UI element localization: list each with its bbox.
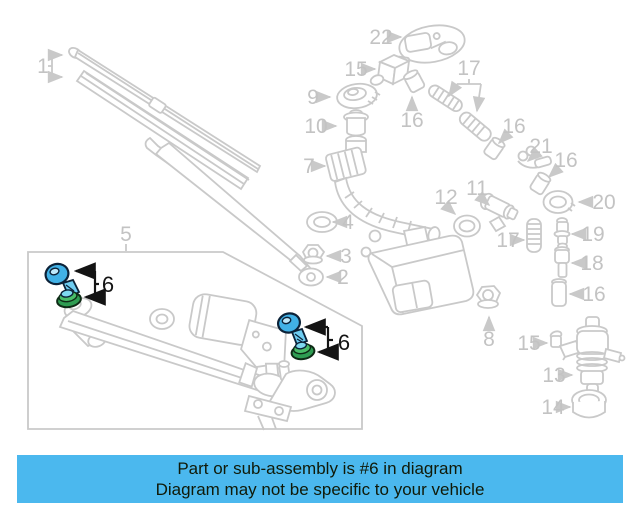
connector-19 [553,217,571,250]
callout-label-16-11: 16 [554,149,577,172]
callout-label-3-19: 3 [340,245,352,268]
callout-label-19-17: 19 [581,223,604,246]
filler-neck [325,135,441,244]
subassembly-box [27,251,363,430]
callout-label-4-13: 4 [342,211,354,234]
highlighted-grommet-right [290,341,316,361]
hose-17a [428,84,463,112]
sensor-15-upper [369,54,412,86]
hose-coupler-16c [529,171,552,196]
callout-label-15-3: 15 [344,58,367,81]
nut-8 [475,285,502,309]
valve-18 [554,246,570,278]
pump-11-tip [488,215,507,233]
highlighted-bolt-right [276,312,309,347]
reservoir-cap [336,82,381,110]
callout-label-8-22: 8 [483,328,495,351]
callout-label-10-5: 10 [304,115,327,138]
wiper-arm [144,136,313,279]
callout-label-16-7: 16 [400,109,423,132]
pump-grommet-14 [571,389,607,419]
highlighted-grommet-left [56,289,82,309]
hose-17b [458,111,492,142]
callout-label-22-2: 22 [369,26,392,49]
hose-coupler-16d [551,278,567,307]
callout-label-20-12: 20 [592,191,615,214]
wiper-blade-lower [75,69,250,191]
grommet-4 [306,211,338,233]
hose-coupler-16b [483,136,506,161]
callout-label-5-1: 5 [120,223,132,246]
callout-label-14-25: 14 [541,396,565,419]
banner-line2: Diagram may not be specific to your vehi… [155,480,485,499]
filler-bushing [343,109,369,137]
callout-6-left-bracket [73,262,106,306]
callout-6-right-bracket [303,318,339,361]
washer-reservoir [360,225,475,316]
grommet-20 [542,190,576,214]
linkage-pivot-right [243,360,336,431]
callout-label-13-24: 13 [542,364,565,387]
callout-label-21-10: 21 [529,135,552,158]
sensor-15-lower [549,330,583,361]
callout-label-1-0: 1 [37,55,49,78]
arm-pivot-2 [288,253,324,287]
callout-label-11-15: 11 [466,177,488,200]
washer-pump-13 [576,316,626,398]
nozzle-22 [390,24,466,69]
highlight-notice-banner: Part or sub-assembly is #6 in diagram Di… [17,455,623,503]
grommet-seal-12 [453,214,481,238]
callout-label-16-9: 16 [502,115,525,138]
wiper-motor [188,293,287,388]
callout-label-7-8: 7 [303,155,315,178]
banner-line1: Part or sub-assembly is #6 in diagram [177,459,463,478]
callout-label-15-23: 15 [517,332,540,355]
callout-label-6-27: 6 [338,330,350,355]
callout-label-6-26: 6 [102,272,114,297]
ribbed-hose-17c [526,218,542,253]
callout-label-9-4: 9 [307,86,319,109]
wiper-blade-upper [68,46,262,174]
callout-label-17-16: 17 [496,229,519,252]
callout-label-17-6: 17 [457,57,480,80]
callout-label-12-14: 12 [434,186,457,209]
callout-label-2-20: 2 [337,266,349,289]
hose-coupler-16a [403,69,426,94]
gray-callout-leaders [47,30,594,414]
nut-3 [301,244,326,265]
callout-label-18-18: 18 [580,252,603,275]
callout-label-16-21: 16 [582,283,605,306]
